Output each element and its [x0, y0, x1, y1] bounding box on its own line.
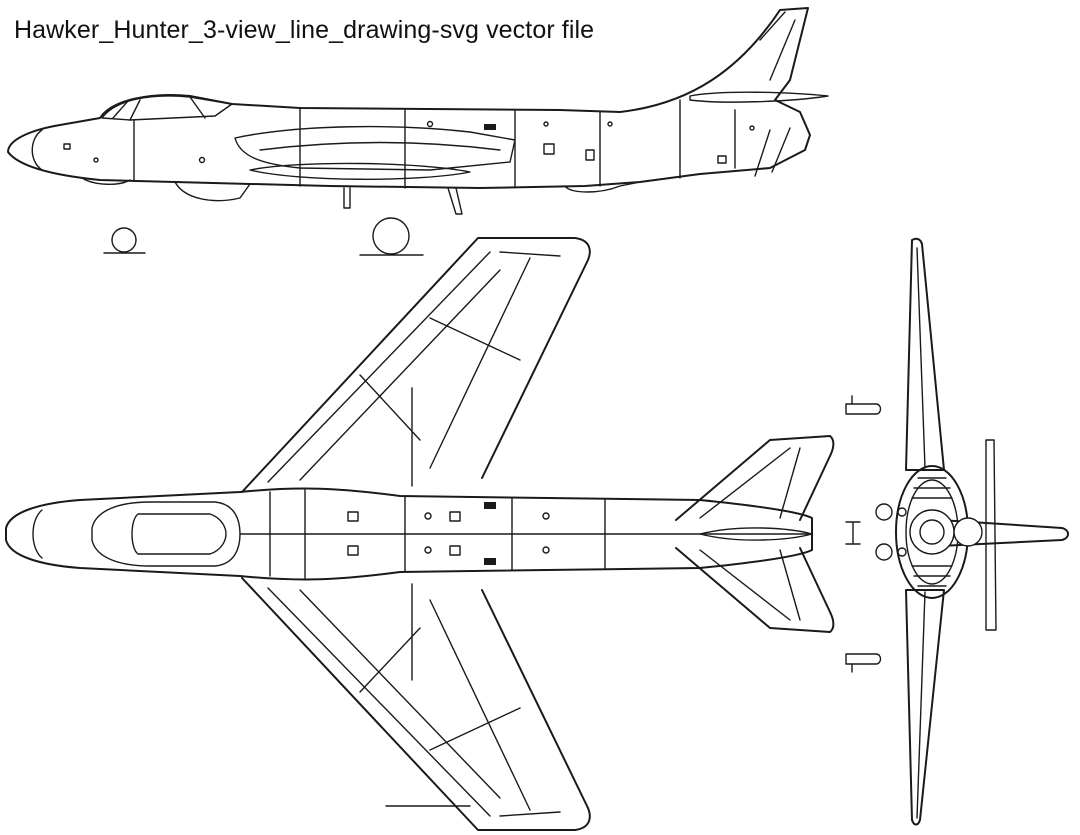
- side-marker-1: [484, 124, 496, 130]
- front-lower-wing-centerline: [916, 591, 926, 819]
- top-marker-1: [484, 502, 496, 509]
- side-panel-lines: [299, 99, 736, 189]
- top-tail-cone: [699, 527, 813, 541]
- side-drop-tank: [249, 162, 471, 180]
- top-canopy: [91, 501, 241, 567]
- top-panel-box-3: [449, 511, 461, 522]
- side-view: [7, 7, 829, 256]
- side-main-gear-2: [447, 187, 463, 215]
- side-fuselage: [7, 7, 811, 189]
- side-port-5: [607, 121, 613, 127]
- top-panel-box-2: [347, 545, 359, 556]
- drawing-caption: Hawker_Hunter_3-view_line_drawing-svg ve…: [14, 16, 595, 44]
- side-tailplane: [689, 91, 829, 103]
- top-tailplane-lower-detail: [699, 549, 801, 621]
- top-port-1: [424, 512, 432, 520]
- top-tailplane-lower: [675, 547, 835, 633]
- side-panel-box-1: [543, 143, 555, 155]
- front-drop-tank-upper: [845, 403, 882, 415]
- side-wing-chord: [259, 141, 501, 151]
- side-panel-box-4: [63, 143, 71, 150]
- front-fin: [905, 237, 945, 471]
- top-wing-lower: [241, 577, 591, 831]
- side-canopy-frame: [112, 96, 206, 121]
- top-wing-upper: [241, 237, 591, 493]
- side-ventral-fairing: [564, 181, 641, 193]
- top-port-3: [542, 512, 550, 520]
- top-panel-box-1: [347, 511, 359, 522]
- side-port-2: [93, 157, 99, 163]
- side-main-gear-1: [343, 187, 351, 209]
- top-port-2: [424, 546, 432, 554]
- side-panel-box-3: [717, 155, 727, 164]
- top-view: [5, 237, 835, 831]
- side-wing-root: [234, 125, 516, 171]
- top-panel-box-4: [449, 545, 461, 556]
- front-center-pylon: [845, 521, 861, 545]
- top-canopy-frame: [131, 513, 227, 555]
- side-canopy: [101, 95, 233, 121]
- side-port-6: [749, 125, 755, 131]
- side-nose-wheel: [111, 227, 137, 253]
- top-wing-upper-detail: [267, 251, 561, 487]
- front-detail-2: [897, 547, 907, 557]
- side-nose-cap: [31, 129, 43, 171]
- side-port-4: [543, 121, 549, 127]
- top-fuselage: [5, 487, 813, 581]
- side-gun-pack: [174, 181, 251, 202]
- side-panel-box-2: [585, 149, 595, 161]
- side-port-3: [426, 120, 434, 128]
- front-engine-core: [919, 519, 945, 545]
- front-drop-tank-lower: [845, 653, 882, 665]
- top-tailplane-upper: [675, 435, 835, 521]
- front-gear-left-lower: [875, 543, 893, 561]
- front-right-fin: [985, 439, 997, 631]
- top-wing-lower-detail: [267, 583, 561, 817]
- side-jet-pipe: [754, 127, 791, 177]
- front-gear-right: [953, 517, 983, 547]
- front-intake-grille: [911, 477, 953, 587]
- side-rudder: [759, 11, 796, 81]
- front-lower-wing: [905, 589, 945, 826]
- side-nose-fairing: [81, 177, 131, 185]
- top-panel-lines: [269, 489, 606, 579]
- front-tailplane: [939, 519, 1069, 547]
- front-gear-left-upper: [875, 503, 893, 521]
- top-port-4: [542, 546, 550, 554]
- side-port-1: [198, 156, 206, 164]
- top-nose-cap: [32, 509, 43, 559]
- top-tailplane-upper-detail: [699, 447, 801, 519]
- top-marker-2: [484, 558, 496, 565]
- side-main-wheel: [372, 217, 410, 255]
- front-fin-centerline: [916, 247, 926, 469]
- front-detail-1: [897, 507, 907, 517]
- front-view: [845, 237, 1069, 826]
